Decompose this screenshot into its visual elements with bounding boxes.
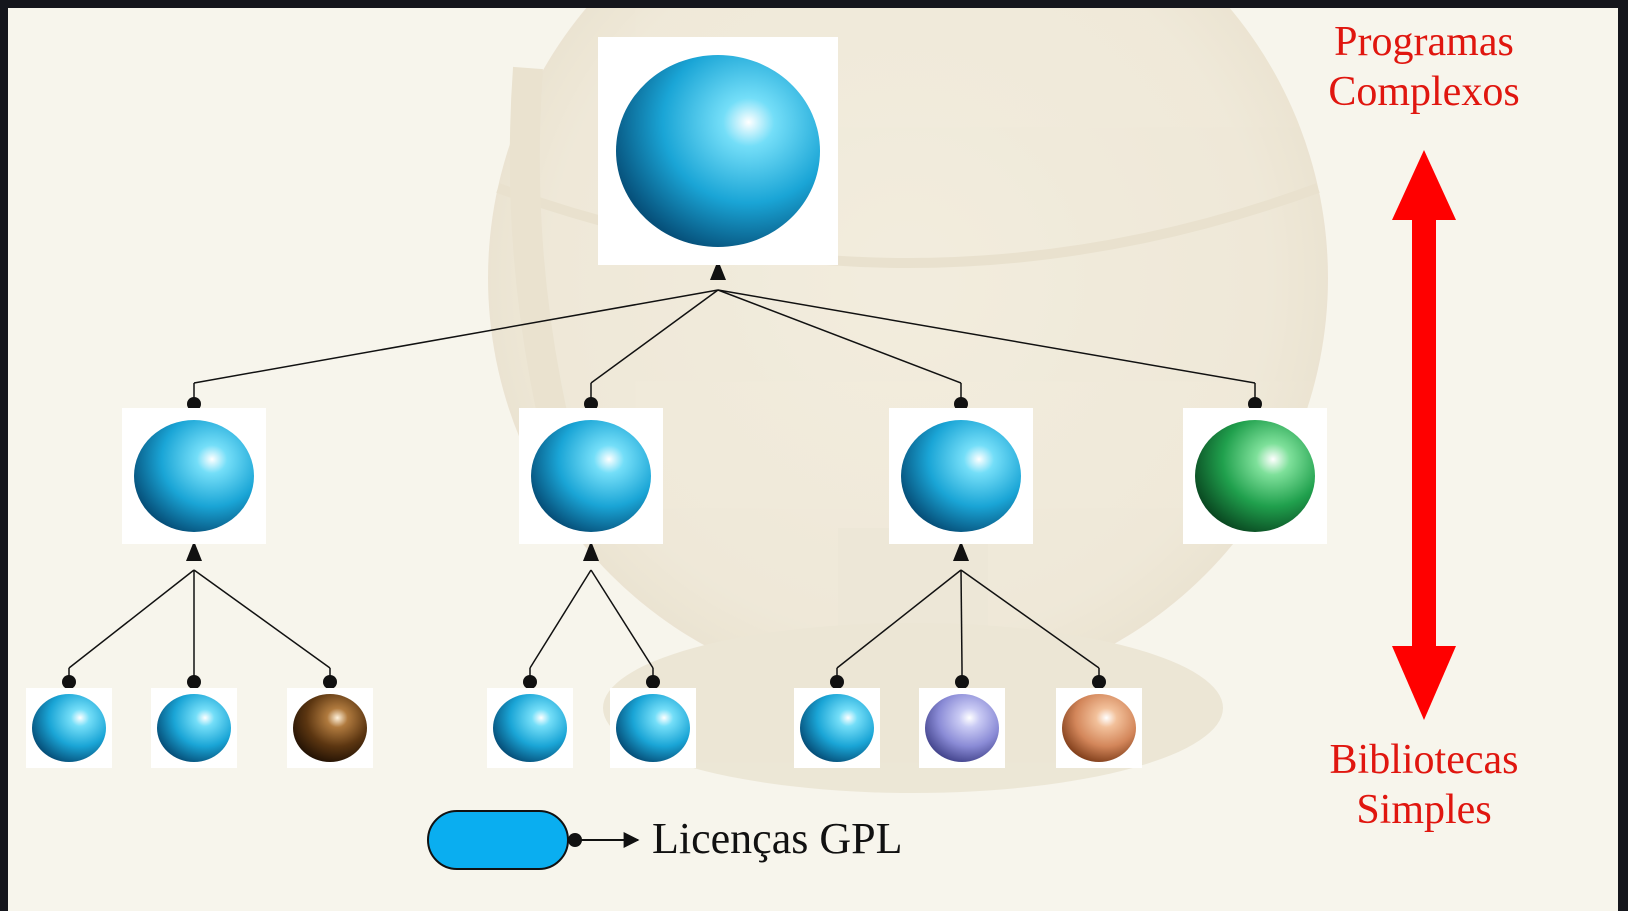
red-arrowhead-up — [1392, 150, 1456, 220]
label-programas: Programas — [1334, 19, 1514, 65]
leaf-sphere-1-2 — [157, 694, 231, 762]
leaf-connector-dot-3-1 — [830, 675, 844, 689]
mid-sphere-4 — [1195, 420, 1315, 532]
label-simples: Simples — [1356, 787, 1491, 833]
leaf-connector-dot-1-1 — [62, 675, 76, 689]
mid-input-arrowhead-3 — [953, 541, 969, 561]
mid-sphere-2 — [531, 420, 651, 532]
leaf-sphere-3-3 — [1062, 694, 1136, 762]
root-input-arrowhead — [710, 260, 726, 280]
mid-sphere-3 — [901, 420, 1021, 532]
leaf-sphere-1-3 — [293, 694, 367, 762]
mid-input-arrowhead-1 — [186, 541, 202, 561]
leaf-connector-dot-2-1 — [523, 675, 537, 689]
connector-lines — [62, 260, 1262, 689]
leaf-connector-dot-2-2 — [646, 675, 660, 689]
root-connector-line-2 — [590, 289, 719, 384]
legend-gpl-pill-icon — [427, 810, 569, 870]
root-connector-line-4 — [717, 289, 1256, 384]
mid-connector-dot-2 — [584, 397, 598, 411]
root-connector-line-1 — [193, 289, 719, 384]
label-bibliotecas: Bibliotecas — [1330, 737, 1519, 783]
leaf-sphere-3-2 — [925, 694, 999, 762]
legend: Licenças GPL — [427, 810, 902, 870]
root-sphere — [616, 55, 820, 247]
mid-connector-dot-1 — [187, 397, 201, 411]
leaf-connector-line-2-2 — [590, 569, 654, 669]
red-arrowhead-down — [1392, 646, 1456, 720]
root-connector-line-3 — [717, 289, 962, 384]
dependency-tree-diagram: Programas Complexos Bibliotecas Simples … — [26, 8, 1520, 870]
leaf-connector-line-1-1 — [68, 569, 195, 669]
leaf-connector-line-2-1 — [529, 569, 592, 669]
legend-text: Licenças GPL — [652, 814, 902, 863]
mid-connector-dot-4 — [1248, 397, 1262, 411]
leaf-sphere-1-1 — [32, 694, 106, 762]
leaf-sphere-2-2 — [616, 694, 690, 762]
leaf-sphere-3-1 — [800, 694, 874, 762]
slide-canvas: Programas Complexos Bibliotecas Simples … — [8, 8, 1618, 911]
sphere-nodes — [26, 37, 1327, 768]
mid-connector-dot-3 — [954, 397, 968, 411]
mid-input-arrowhead-2 — [583, 541, 599, 561]
label-complexos: Complexos — [1328, 69, 1519, 115]
red-arrow-shaft — [1412, 216, 1436, 658]
red-double-arrow — [1392, 150, 1456, 720]
leaf-sphere-2-1 — [493, 694, 567, 762]
leaf-connector-line-3-2 — [960, 569, 963, 669]
leaf-connector-line-3-1 — [836, 569, 962, 669]
leaf-connector-dot-1-3 — [323, 675, 337, 689]
mid-sphere-1 — [134, 420, 254, 532]
leaf-connector-dot-3-3 — [1092, 675, 1106, 689]
leaf-connector-dot-3-2 — [955, 675, 969, 689]
leaf-connector-line-1-3 — [193, 569, 331, 669]
leaf-connector-dot-1-2 — [187, 675, 201, 689]
leaf-connector-line-3-3 — [960, 569, 1100, 669]
